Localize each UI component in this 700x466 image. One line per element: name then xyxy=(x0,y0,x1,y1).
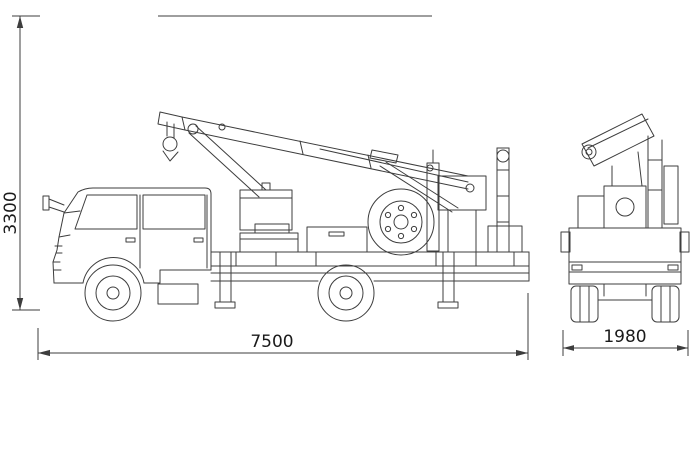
width-dimension: 1980 xyxy=(562,327,689,356)
width-dimension-label: 1980 xyxy=(603,327,646,347)
height-dimension: 3300 xyxy=(1,15,432,311)
extension-line xyxy=(562,330,689,356)
spare-wheel xyxy=(367,188,435,256)
rear-body xyxy=(560,227,690,285)
chassis-bed xyxy=(210,223,530,282)
arrowhead xyxy=(16,16,24,28)
arrowhead xyxy=(38,349,50,357)
mirror-icon xyxy=(42,195,50,211)
rear-boom-head xyxy=(581,113,679,229)
arrowhead xyxy=(563,345,574,351)
height-dimension-label: 3300 xyxy=(1,191,21,234)
length-dimension-label: 7500 xyxy=(250,332,293,352)
rear-turret xyxy=(577,185,647,229)
extension-line xyxy=(37,293,529,360)
arrowhead xyxy=(16,298,24,310)
rear-mast xyxy=(487,147,523,253)
side-view-drawing xyxy=(42,111,530,322)
boom-turret xyxy=(379,149,487,253)
cab xyxy=(42,187,212,305)
rear-view-drawing xyxy=(560,113,690,323)
arrowhead xyxy=(677,345,688,351)
rear-wheel xyxy=(317,264,375,322)
boom-arm xyxy=(157,111,469,198)
length-dimension: 7500 xyxy=(37,293,529,360)
rear-wheels xyxy=(570,283,680,323)
outrigger-legs xyxy=(214,251,459,309)
front-wheel xyxy=(84,264,142,322)
work-basket xyxy=(239,182,293,231)
arrowhead xyxy=(516,349,528,357)
